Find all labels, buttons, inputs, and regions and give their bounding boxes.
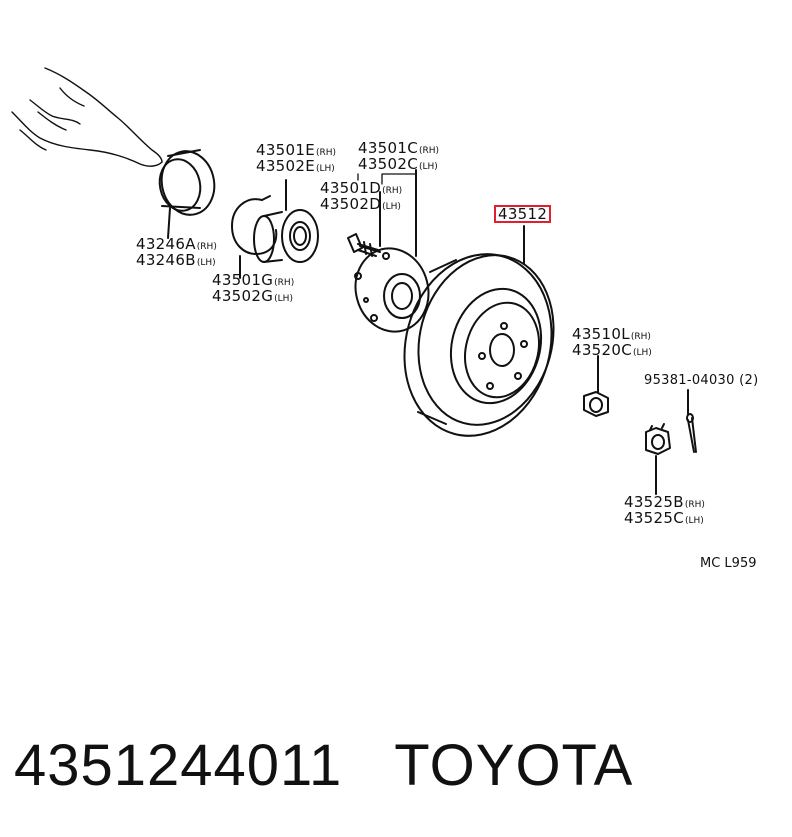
leader-lines <box>357 173 417 185</box>
part-label-43501d: 43501D(RH) <box>320 179 403 197</box>
snap-ring-part <box>231 195 278 279</box>
part-label-43502g: 43502G(LH) <box>212 287 293 305</box>
part-label-43510l: 43510L(RH) <box>572 325 651 343</box>
brand-name: TOYOTA <box>394 733 634 798</box>
part-label-43246b: 43246B(LH) <box>136 251 216 269</box>
part-label-43502d: 43502D(LH) <box>320 195 401 213</box>
castle-nut-part <box>645 423 671 495</box>
part-label-43501c: 43501C(RH) <box>358 139 440 157</box>
part-label-43501e: 43501E(RH) <box>256 141 337 159</box>
part-label-43501g: 43501G(RH) <box>212 271 295 289</box>
part-label-43525c: 43525C(LH) <box>624 509 704 527</box>
part-label-43512-highlighted[interactable]: 43512 <box>494 205 552 223</box>
exploded-parts-diagram <box>11 67 697 495</box>
part-label-43525b: 43525B(RH) <box>624 493 705 511</box>
part-label-95381: 95381-04030 (2) <box>644 373 759 388</box>
diagram-code: MC L959 <box>700 556 757 571</box>
part-label-43520c: 43520C(LH) <box>572 341 652 359</box>
part-label-43502e: 43502E(LH) <box>256 157 335 175</box>
grease-cap-part <box>158 149 216 239</box>
hub-nut-part <box>583 355 609 417</box>
footer-title: 4351244011 TOYOTA <box>14 732 633 799</box>
pointing-hand-icon <box>11 67 163 167</box>
brake-disc-part <box>403 225 555 437</box>
bearing-part <box>253 179 319 263</box>
part-label-43502c: 43502C(LH) <box>358 155 438 173</box>
part-label-43246a: 43246A(RH) <box>136 235 217 253</box>
part-number: 4351244011 <box>14 733 343 798</box>
cotter-pin-part <box>686 389 697 453</box>
